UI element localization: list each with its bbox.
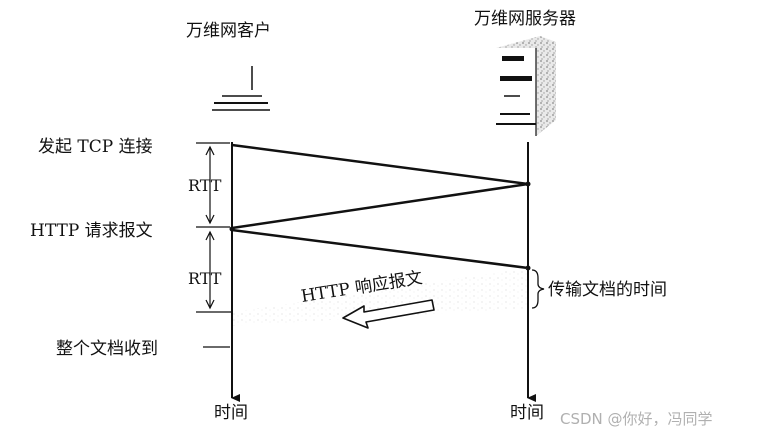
server-turn-dot bbox=[525, 181, 531, 187]
server-icon bbox=[496, 36, 556, 136]
client-computer-icon bbox=[212, 66, 270, 111]
doc-received-label: 整个文档收到 bbox=[56, 339, 158, 359]
tcp-ack-line bbox=[231, 182, 529, 230]
server-time-label: 时间 bbox=[510, 403, 544, 423]
rtt-second-bracket bbox=[205, 230, 215, 310]
client-turn-dot bbox=[229, 226, 235, 232]
server-title: 万维网服务器 bbox=[474, 9, 576, 29]
rtt-first-label: RTT bbox=[188, 176, 222, 195]
transfer-time-brace bbox=[531, 269, 545, 309]
csdn-watermark: CSDN @你好，冯同学 bbox=[560, 410, 713, 428]
rtt-first-bracket bbox=[205, 145, 215, 225]
response-transfer-band bbox=[232, 268, 528, 326]
http-request-label: HTTP 请求报文 bbox=[30, 221, 153, 241]
transfer-time-label: 传输文档的时间 bbox=[548, 280, 667, 300]
tcp-syn-line bbox=[231, 143, 529, 186]
http-request-line bbox=[231, 228, 529, 270]
client-time-label: 时间 bbox=[214, 403, 248, 423]
tcp-connect-label: 发起 TCP 连接 bbox=[38, 137, 153, 157]
http-response-arrow-icon bbox=[342, 299, 435, 329]
client-title: 万维网客户 bbox=[186, 21, 271, 41]
rtt-second-label: RTT bbox=[188, 269, 222, 288]
